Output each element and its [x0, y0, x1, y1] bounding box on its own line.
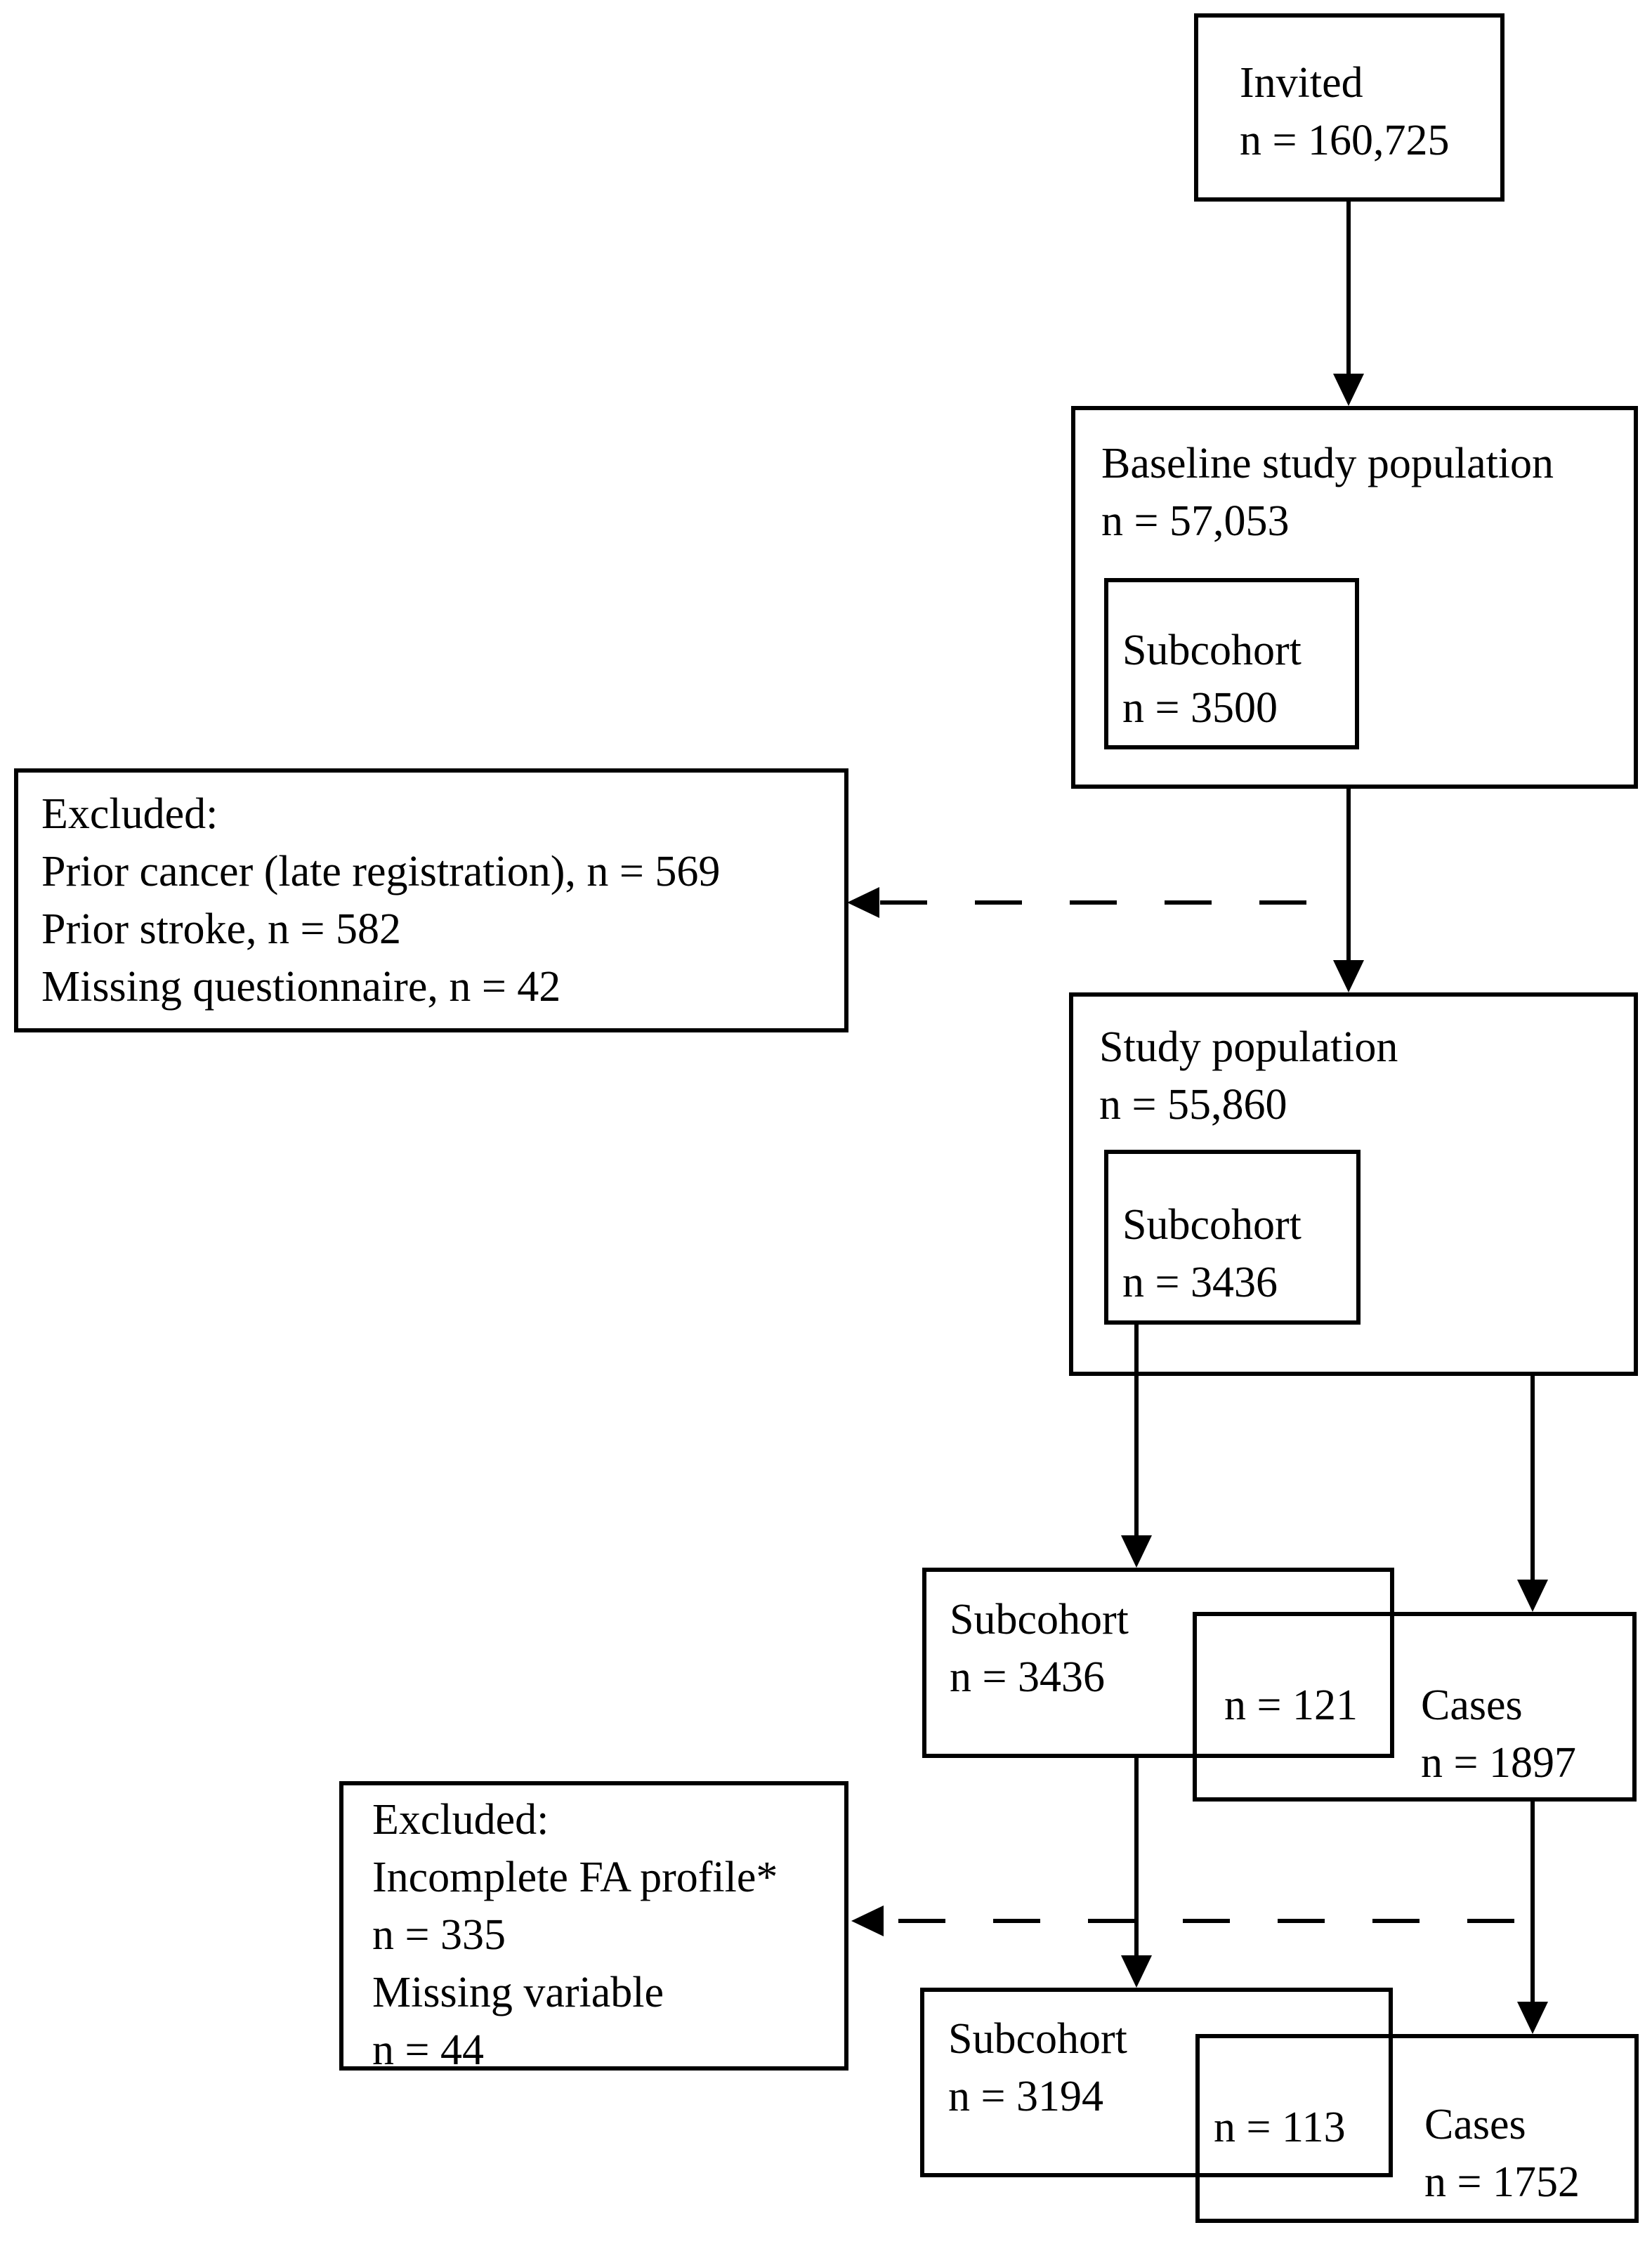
arrowhead-into-excluded-second-icon	[851, 1905, 884, 1936]
study-title: Study population	[1099, 1023, 1398, 1071]
connector-subcohort-mid-to-final	[1134, 1758, 1139, 1957]
baseline-subcohort-title: Subcohort	[1122, 626, 1302, 674]
excluded-first-box: Excluded: Prior cancer (late registratio…	[14, 768, 848, 1032]
baseline-title: Baseline study population	[1101, 440, 1554, 487]
invited-box: Invited n = 160,725	[1194, 13, 1504, 202]
study-n: n = 55,860	[1099, 1081, 1287, 1129]
excluded-first-line: Prior stroke, n = 582	[41, 905, 401, 953]
excluded-second-line: n = 44	[372, 2026, 484, 2074]
arrowhead-into-subcohort-mid-icon	[1121, 1535, 1152, 1568]
arrowhead-into-study-icon	[1333, 960, 1364, 992]
excluded-second-line: Incomplete FA profile*	[372, 1853, 778, 1901]
connector-study-to-subcohort-mid	[1134, 1325, 1139, 1537]
invited-title: Invited	[1240, 59, 1363, 107]
excluded-second-line: n = 335	[372, 1911, 506, 1959]
study-subcohort-box: Subcohort n = 3436	[1104, 1150, 1361, 1325]
excluded-second-line: Missing variable	[372, 1969, 664, 2016]
excluded-first-line: Missing questionnaire, n = 42	[41, 963, 561, 1011]
connector-cases-mid-to-final	[1530, 1802, 1535, 2003]
overlap-mid-n: n = 121	[1224, 1681, 1358, 1729]
baseline-n: n = 57,053	[1101, 497, 1290, 545]
cases-mid-title: Cases	[1421, 1681, 1523, 1729]
cases-mid-box: Cases n = 1897	[1193, 1612, 1637, 1802]
subcohort-final-box: Subcohort n = 3194	[920, 1988, 1393, 2177]
subcohort-mid-box: Subcohort n = 3436	[922, 1568, 1394, 1758]
excluded-first-line: Prior cancer (late registration), n = 56…	[41, 848, 721, 895]
excluded-second-box: Excluded: Incomplete FA profile* n = 335…	[339, 1781, 848, 2074]
connector-invited-to-baseline	[1346, 202, 1351, 376]
overlap-final-n: n = 113	[1214, 2104, 1346, 2151]
arrowhead-into-excluded-first-icon	[847, 887, 879, 918]
baseline-subcohort-box: Subcohort n = 3500	[1104, 578, 1359, 749]
arrowhead-into-cases-mid-icon	[1517, 1580, 1548, 1612]
arrowhead-into-baseline-icon	[1333, 374, 1364, 406]
cases-final-box: Cases n = 1752	[1195, 2034, 1639, 2223]
study-population-box: Study population n = 55,860	[1069, 992, 1638, 1376]
connector-baseline-to-study	[1346, 789, 1351, 962]
study-subcohort-title: Subcohort	[1122, 1201, 1302, 1249]
dashed-connector-to-excluded-second	[898, 1919, 1533, 1923]
subcohort-mid-n: n = 3436	[950, 1653, 1105, 1701]
study-subcohort-n: n = 3436	[1122, 1259, 1278, 1306]
connector-study-to-cases-mid	[1530, 1376, 1535, 1581]
cases-final-n: n = 1752	[1424, 2158, 1580, 2206]
cases-final-title: Cases	[1424, 2101, 1526, 2148]
subcohort-mid-title: Subcohort	[950, 1596, 1129, 1643]
subcohort-final-title: Subcohort	[948, 2015, 1127, 2063]
excluded-first-line: Excluded:	[41, 790, 218, 838]
baseline-population-box: Baseline study population n = 57,053	[1071, 406, 1638, 789]
dashed-connector-to-excluded-first	[880, 900, 1349, 905]
arrowhead-into-subcohort-final-icon	[1121, 1955, 1152, 1988]
baseline-subcohort-n: n = 3500	[1122, 684, 1278, 732]
cases-mid-n: n = 1897	[1421, 1739, 1576, 1787]
excluded-second-line: Excluded:	[372, 1796, 549, 1844]
invited-n: n = 160,725	[1240, 117, 1450, 164]
arrowhead-into-cases-final-icon	[1517, 2002, 1548, 2034]
subcohort-final-n: n = 3194	[948, 2073, 1103, 2120]
